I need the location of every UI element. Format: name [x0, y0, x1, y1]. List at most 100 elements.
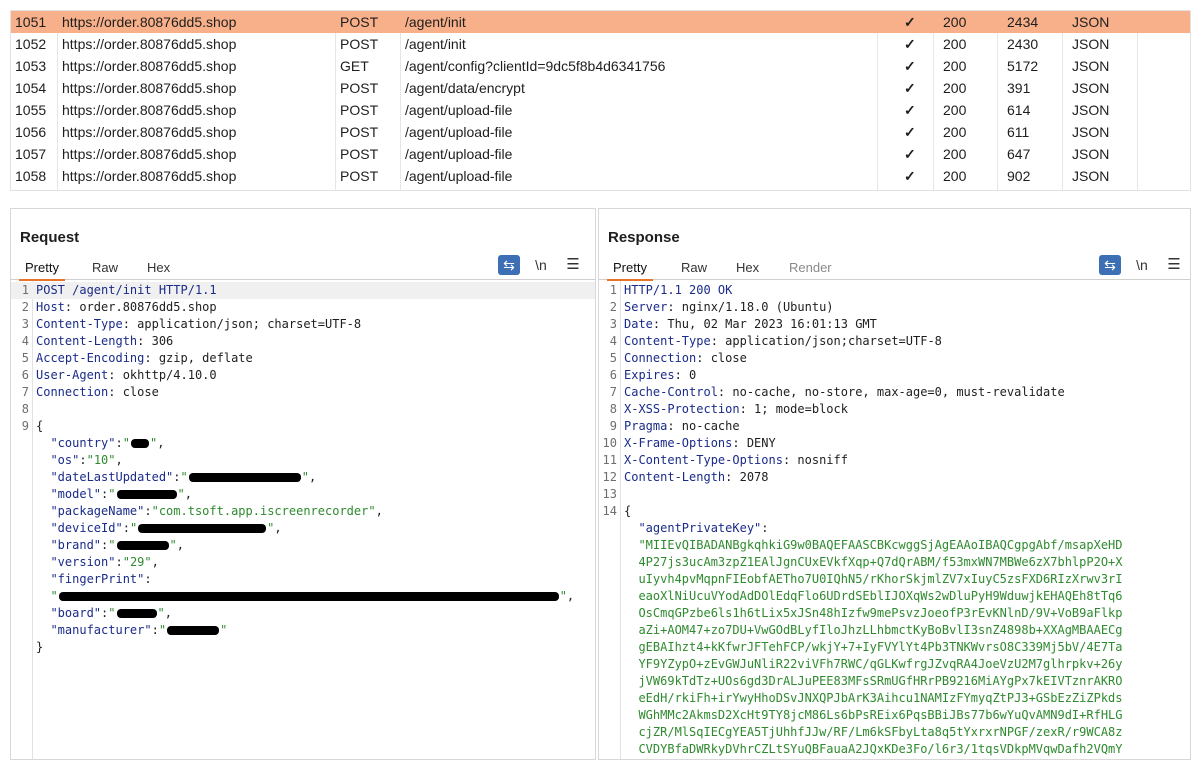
code-text: eEdH/rkiFh+irYwyHhoDSvJNXQPJbArK3Aihcu1N… — [624, 690, 1123, 707]
code-token: Cache-Control — [624, 385, 718, 399]
request-tabbar: Pretty Raw Hex — [11, 255, 595, 281]
code-token: User-Agent — [36, 368, 109, 382]
tab-raw[interactable]: Raw — [681, 260, 708, 275]
code-token: : — [101, 538, 109, 552]
code-token: : nginx/1.18.0 (Ubuntu) — [667, 300, 834, 314]
row-status: 200 — [943, 58, 967, 74]
code-token: : 1; mode=block — [739, 402, 848, 416]
code-token: jVW69kTdTz+UOs6gd3DrALJuPEE83MFsSRmUGfHR… — [624, 674, 1123, 688]
code-token: " — [559, 589, 567, 603]
code-token: cjZR/MlSqIECgYEA5TjUhhfJJw/RF/Lm6kSFbyLt… — [624, 725, 1123, 739]
code-text: aZi+AOM47+zo7DU+VwGOdBLyfIloJhzLLhbmctKy… — [624, 622, 1122, 639]
row-mime: JSON — [1072, 124, 1110, 140]
row-mime: JSON — [1072, 58, 1110, 74]
redaction-mark — [58, 592, 559, 601]
line-number: 9 — [609, 419, 617, 433]
code-text: "country":"", — [36, 435, 164, 452]
row-status: 200 — [943, 168, 967, 184]
row-status: 200 — [943, 80, 967, 96]
code-token — [36, 504, 50, 518]
code-token — [36, 555, 50, 569]
code-line: "manufacturer":"" — [11, 622, 595, 639]
code-token: YF9YZypO+zEvGWJuNliR22viVFh7RWC/qGLKwfrg… — [624, 657, 1123, 671]
tab-render[interactable]: Render — [789, 260, 832, 275]
line-number: 4 — [21, 334, 29, 348]
code-line: "fingerPrint": — [11, 571, 595, 588]
code-token: } — [36, 640, 44, 654]
code-text: uIyvh4pvMqpnFIEobfAETho7U0IQhN5/rKhorSkj… — [624, 571, 1122, 588]
code-token: : — [151, 623, 159, 637]
bottom-edge — [0, 760, 1201, 767]
code-token: "brand" — [50, 538, 102, 552]
tab-raw[interactable]: Raw — [92, 260, 119, 275]
tab-pretty[interactable]: Pretty — [607, 258, 653, 281]
row-check: ✓ — [904, 168, 916, 184]
row-check: ✓ — [904, 36, 916, 52]
wrap-lines-icon[interactable]: ⇆ — [1099, 255, 1121, 275]
code-line: "", — [11, 588, 595, 605]
code-token: " — [220, 623, 228, 637]
code-token: , — [164, 606, 172, 620]
code-token — [36, 606, 50, 620]
row-length: 611 — [1007, 124, 1030, 140]
response-title: Response — [608, 229, 680, 246]
code-text: Expires: 0 — [624, 367, 696, 384]
newline-toggle[interactable]: \n — [535, 257, 547, 273]
code-text: Accept-Encoding: gzip, deflate — [36, 350, 253, 367]
tab-hex[interactable]: Hex — [147, 260, 171, 275]
code-token: : application/json; charset=UTF-8 — [122, 317, 362, 331]
newline-toggle[interactable]: \n — [1136, 257, 1148, 273]
code-text: "packageName":"com.tsoft.app.iscreenreco… — [36, 503, 382, 520]
row-number: 1051 — [15, 14, 47, 30]
code-line: "model":"", — [11, 486, 595, 503]
code-line: "packageName":"com.tsoft.app.iscreenreco… — [11, 503, 595, 520]
code-line: 9{ — [11, 418, 595, 435]
code-token: OsCmqGPzbe6ls1h6tLix5xJSn48hIzfw9mePsvzJ… — [624, 606, 1123, 620]
code-text: POST /agent/init HTTP/1.1 — [36, 282, 217, 299]
line-number: 4 — [609, 334, 617, 348]
code-token: Connection — [624, 351, 697, 365]
wrap-lines-icon[interactable]: ⇆ — [498, 255, 520, 275]
code-token: eEdH/rkiFh+irYwyHhoDSvJNXQPJbArK3Aihcu1N… — [624, 691, 1123, 705]
code-token: : no-cache — [667, 419, 740, 433]
code-token: " — [177, 487, 185, 501]
hamburger-menu-icon[interactable]: ☰ — [566, 256, 580, 273]
code-text: Cache-Control: no-cache, no-store, max-a… — [624, 384, 1065, 401]
code-token: "manufacturer" — [50, 623, 152, 637]
tab-hex[interactable]: Hex — [736, 260, 760, 275]
code-text: jVW69kTdTz+UOs6gd3DrALJuPEE83MFsSRmUGfHR… — [624, 673, 1123, 690]
code-token: "29" — [122, 555, 152, 569]
code-line: gEBAIhzt4+kKfwrJFTehFCP/wkjY+7+IyFVYlYt4… — [599, 639, 1190, 656]
code-line: uIyvh4pvMqpnFIEobfAETho7U0IQhN5/rKhorSkj… — [599, 571, 1190, 588]
row-url: /agent/upload-file — [405, 124, 513, 140]
row-host: https://order.80876dd5.shop — [62, 146, 237, 162]
code-line: 8 — [11, 401, 595, 418]
tab-pretty[interactable]: Pretty — [19, 258, 65, 281]
code-text: "os":"10", — [36, 452, 122, 469]
pane-splitter[interactable] — [0, 196, 1201, 206]
code-token — [36, 572, 50, 586]
row-length: 391 — [1007, 80, 1031, 96]
code-token: : 0 — [674, 368, 697, 382]
code-token: { — [624, 504, 632, 518]
code-text: X-Content-Type-Options: nosniff — [624, 452, 848, 469]
column-separator — [335, 11, 336, 190]
code-token: "MIIEvQIBADANBgkqhkiG9w0BAQEFAASCBKcwggS… — [624, 538, 1123, 552]
row-host: https://order.80876dd5.shop — [62, 124, 237, 140]
hamburger-menu-icon[interactable]: ☰ — [1167, 256, 1181, 273]
